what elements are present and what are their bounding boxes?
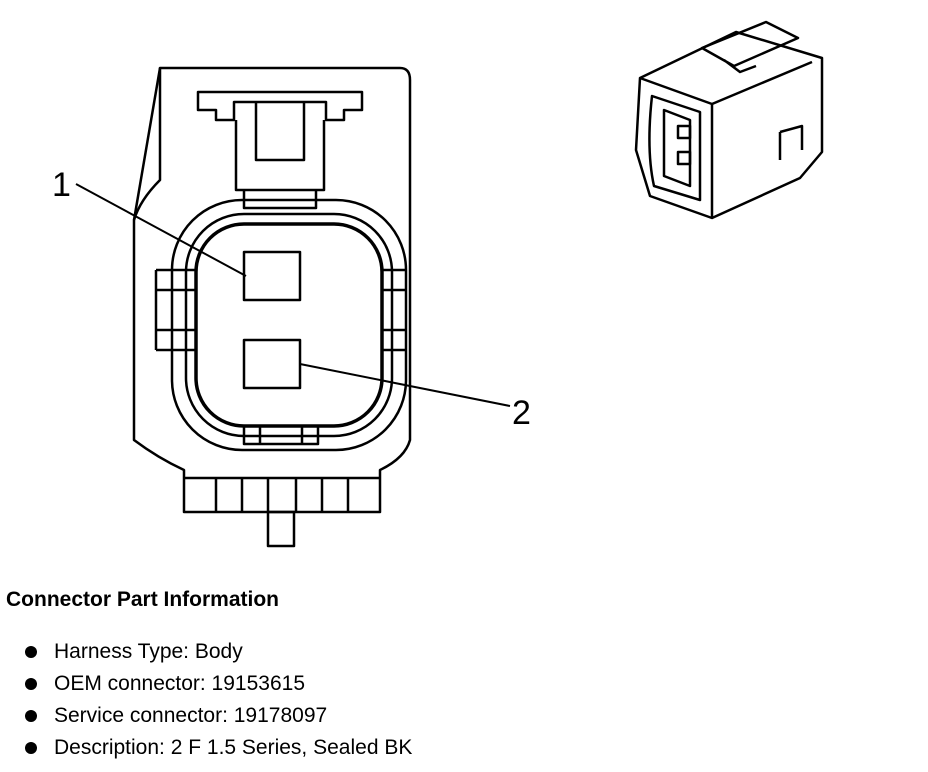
iso-pin-1 bbox=[676, 124, 692, 140]
item-text: Description: 2 F 1.5 Series, Sealed BK bbox=[54, 736, 413, 759]
pin-cavity-1 bbox=[242, 250, 302, 302]
connector-outer-edge bbox=[132, 67, 162, 221]
callout-2: 2 bbox=[512, 394, 531, 432]
connector-face-view bbox=[75, 66, 511, 548]
list-item: Description: 2 F 1.5 Series, Sealed BK bbox=[6, 732, 906, 764]
iso-pin-2 bbox=[676, 150, 692, 166]
iso-top-edge bbox=[711, 60, 813, 106]
bottom-tab bbox=[242, 426, 320, 446]
latch-rails bbox=[234, 120, 326, 192]
iso-latch bbox=[700, 20, 800, 74]
section-title: Connector Part Information bbox=[6, 588, 280, 611]
leader-line-1 bbox=[75, 183, 247, 277]
leader-line-2 bbox=[299, 363, 511, 407]
latch-tab bbox=[254, 102, 306, 162]
seal-ring-outer bbox=[170, 198, 408, 452]
callout-1: 1 bbox=[52, 166, 71, 204]
seal-ring-inner bbox=[194, 222, 384, 428]
connector-diagram: 1 2 bbox=[52, 20, 824, 548]
list-item: OEM connector: 19153615 bbox=[6, 668, 906, 700]
list-item: Service connector: 19178097 bbox=[6, 700, 906, 732]
rib-block bbox=[184, 476, 380, 512]
latch-housing bbox=[196, 90, 364, 122]
bullet-icon bbox=[25, 678, 37, 690]
side-key-left bbox=[154, 268, 196, 352]
connector-isometric-view bbox=[634, 20, 824, 220]
bullet-icon bbox=[25, 646, 37, 658]
pin-cavity-2 bbox=[242, 338, 302, 390]
bottom-pin bbox=[266, 510, 296, 548]
seal-ring-middle bbox=[184, 212, 394, 438]
iso-opening bbox=[648, 94, 702, 202]
side-key-right bbox=[382, 268, 406, 352]
iso-inner bbox=[662, 108, 692, 188]
info-list: Harness Type: Body OEM connector: 191536… bbox=[6, 636, 906, 764]
bullet-icon bbox=[25, 710, 37, 722]
bullet-icon bbox=[25, 742, 37, 754]
connector-part-information: Connector Part Information Harness Type:… bbox=[6, 586, 906, 764]
item-text: OEM connector: 19153615 bbox=[54, 672, 305, 695]
iso-body bbox=[634, 30, 824, 220]
item-text: Service connector: 19178097 bbox=[54, 704, 328, 727]
list-item: Harness Type: Body bbox=[6, 636, 906, 668]
iso-side-step bbox=[778, 124, 804, 160]
item-text: Harness Type: Body bbox=[54, 640, 243, 663]
